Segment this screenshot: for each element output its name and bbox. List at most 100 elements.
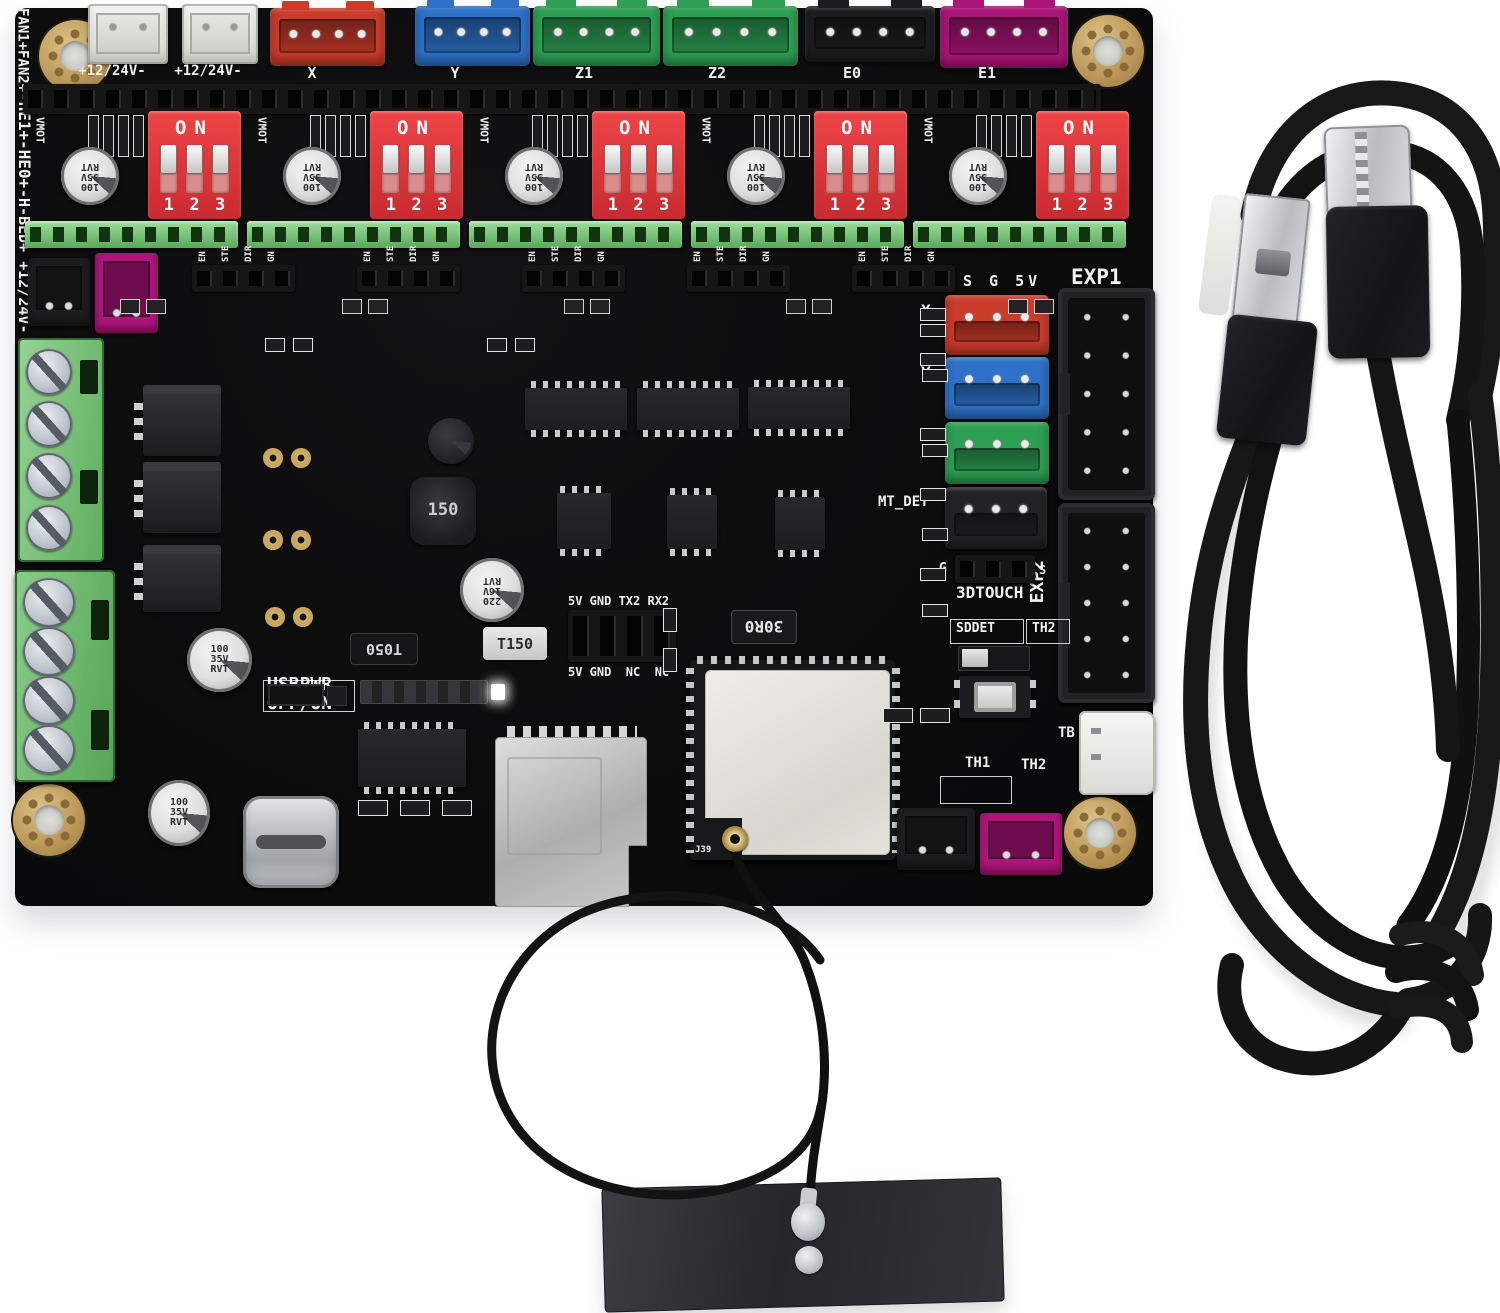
smd-row: [360, 680, 488, 704]
driver-capacitor: 100 35V RVT: [949, 147, 1007, 205]
driver-terminal-strip: [691, 221, 904, 248]
driver-pin-header: EN STE DIR GN: [192, 238, 302, 296]
smd-component: [920, 428, 946, 441]
smd-chip-pair: [564, 299, 610, 314]
fan1-connector: [28, 258, 90, 326]
dip-switch: ON 1 2 3: [370, 111, 463, 219]
power-led: [491, 684, 505, 700]
smd-component: [920, 324, 946, 337]
vmot-label: VMOT: [699, 117, 713, 144]
driver-capacitor: 100 35V RVT: [61, 147, 119, 205]
th-pads-box: [940, 776, 1012, 804]
power-connector-2: [182, 4, 258, 64]
driver-module: VMOT 100 35V RVT ON 1 2 3: [691, 103, 907, 314]
fan2-label: FAN2+: [14, 50, 31, 93]
exp1-header: [1058, 288, 1155, 500]
ic-driver: [637, 381, 739, 437]
smd-component: [922, 444, 948, 457]
jumper-pin: [327, 686, 347, 706]
th2-box-label: TH2: [1032, 621, 1056, 636]
smd-component: [922, 369, 948, 382]
smd-component: [293, 338, 313, 352]
motor-connector-z1: [533, 0, 660, 66]
smd-component: [400, 800, 430, 816]
driver-module: VMOT 100 35V RVT ON 1 2 3: [469, 103, 685, 314]
driver-module: VMOT 100 35V RVT ON 1 2 3: [247, 103, 463, 314]
ic-soic8: [557, 486, 611, 556]
castellated-edge: [892, 668, 900, 853]
mounting-hole: [13, 784, 85, 856]
power-inductor: 150: [410, 477, 476, 545]
mt-det-label: MT_DET: [878, 494, 929, 510]
driver-pin-header: EN STE DIR GN: [852, 238, 962, 296]
dip-switch: ON 1 2 3: [1036, 111, 1129, 219]
vmot-label: VMOT: [477, 117, 491, 144]
touch-s-label: S: [1039, 563, 1047, 577]
3dtouch-header: [955, 555, 1035, 583]
motor-label-z2: Z2: [707, 64, 727, 82]
mounting-hole: [1072, 15, 1144, 87]
motor-connector-e1: [940, 0, 1068, 68]
driver-module: VMOT 100 35V RVT ON 1 2 3: [913, 103, 1129, 314]
motor-label-y: Y: [450, 64, 460, 82]
smd-resistor-bank: [88, 115, 144, 157]
driver-capacitor: 100 35V RVT: [283, 147, 341, 205]
solder-blob: [795, 1246, 823, 1274]
ufl-antenna-connector: [722, 826, 748, 852]
driver-pin-header: EN STE DIR GN: [522, 238, 632, 296]
usb-c-port: [243, 796, 339, 888]
solder-blob: [791, 1203, 825, 1241]
reset-button: [954, 676, 1036, 718]
motor-label-e1: E1: [977, 64, 997, 82]
vmot-label: VMOT: [33, 117, 47, 144]
driver-terminal-strip: [469, 221, 682, 248]
sd-card-slot: [495, 737, 647, 907]
castellated-edge: [697, 656, 887, 664]
smd-component: [663, 608, 677, 632]
exp1-label: EXP1: [1071, 265, 1122, 289]
smd-resistor-bank: [310, 115, 366, 157]
exp2-header: [1058, 503, 1155, 703]
motor-label-x: X: [307, 64, 317, 82]
tb-connector: [1079, 711, 1155, 795]
usbpwr-jumper-box: [263, 680, 355, 712]
driver-terminal-strip: [247, 221, 460, 248]
smd-chip-pair: [1008, 299, 1054, 314]
bed-terminal: [15, 570, 115, 782]
usb-a-overmold: [1215, 313, 1319, 447]
smd-chip-pair: [342, 299, 388, 314]
ic-soic8: [775, 490, 825, 557]
th2-connector: [980, 813, 1062, 875]
mosfet: [134, 545, 221, 612]
endstop-connector-z: [945, 422, 1049, 484]
dip-switch: ON 1 2 3: [814, 111, 907, 219]
power-label: +12/24V-: [78, 63, 146, 79]
mosfet: [134, 385, 221, 456]
motor-label-z1: Z1: [574, 64, 594, 82]
solder-pads: [263, 446, 317, 470]
usb-a-hole: [1254, 248, 1292, 277]
solder-pads: [263, 528, 317, 552]
endstop-connector-y: [945, 357, 1049, 419]
ic-soic14: [358, 722, 466, 794]
wifi-silk: J39: [695, 845, 712, 855]
driver-pin-header: EN STE DIR GN: [687, 238, 797, 296]
driver-module: VMOT 100 35V RVT ON 1 2 3: [25, 103, 241, 314]
driver-terminal-strip: [25, 221, 238, 248]
motor-connector-x: [270, 1, 385, 66]
motor-connector-z2: [663, 0, 798, 66]
uart-silk-top: 5V GND TX2 RX2: [568, 594, 670, 608]
control-board: +12/24V- +12/24V- X Y Z1 Z2 E0 E1 FAN1+ …: [13, 0, 1155, 907]
smd-component: [922, 528, 948, 541]
mt-det-connector: [945, 487, 1047, 549]
uart-header: [568, 610, 676, 662]
smd-chip-pair: [120, 299, 166, 314]
sddet-box: [950, 619, 1024, 644]
motor-label-e0: E0: [842, 64, 862, 82]
smd-component: [920, 353, 946, 366]
ic-driver: [748, 380, 850, 436]
he0-label: -HE0+: [14, 140, 34, 189]
smd-component: [442, 800, 472, 816]
